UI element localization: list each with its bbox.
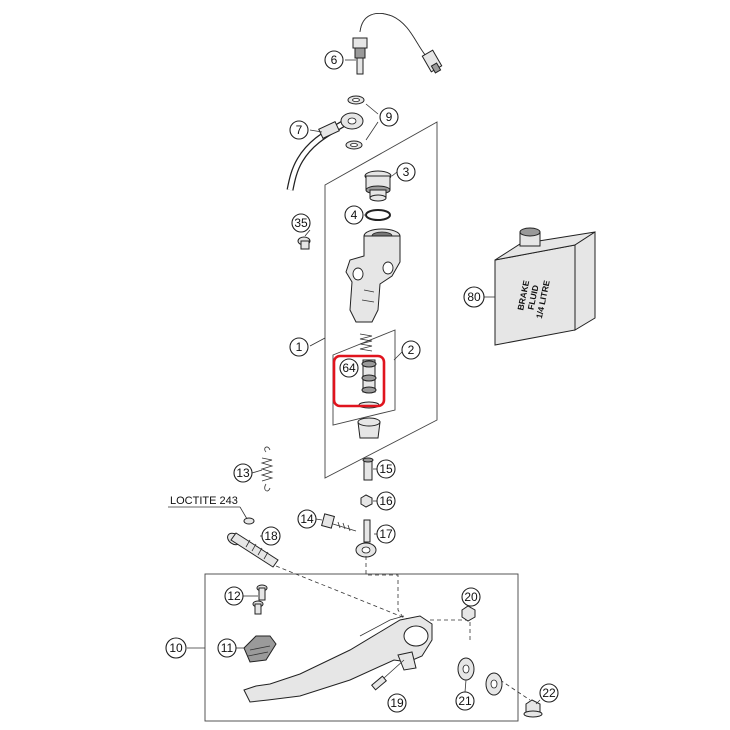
- assembly-line-pivot: [275, 565, 411, 621]
- callout-16: 16: [376, 491, 396, 511]
- callout-17: 17: [376, 524, 396, 544]
- callout-21: 21: [455, 691, 475, 711]
- svg-text:6: 6: [331, 53, 338, 67]
- master-cylinder-group-frame: [324, 121, 438, 479]
- callout-18: 18: [261, 526, 281, 546]
- brake-pedal: [243, 615, 433, 703]
- pedal-pivot-bolt: [371, 659, 405, 691]
- callout-35: 35: [291, 213, 311, 233]
- pedal-stop-bolt: [321, 513, 357, 532]
- svg-text:14: 14: [300, 512, 314, 526]
- loctite-label: LOCTITE 243: [170, 495, 238, 507]
- dust-boot: [357, 417, 381, 439]
- callout-14: 14: [297, 509, 317, 529]
- pedal-nut: [461, 605, 476, 622]
- callout-2: 2: [401, 340, 421, 360]
- svg-text:4: 4: [351, 208, 358, 222]
- svg-text:16: 16: [379, 494, 393, 508]
- callout-13: 13: [233, 463, 253, 483]
- pedal-tip: [243, 635, 277, 663]
- svg-text:13: 13: [236, 466, 250, 480]
- pedal-tip-bolts: [252, 584, 268, 615]
- callout-12: 12: [224, 586, 244, 606]
- pedal-bearings: [457, 657, 503, 696]
- callout-11: 11: [217, 638, 237, 658]
- callout-7: 7: [289, 120, 309, 140]
- pushrod-fitting: [362, 457, 374, 481]
- callout-9: 9: [379, 107, 399, 127]
- svg-text:9: 9: [386, 110, 393, 124]
- svg-text:21: 21: [458, 694, 472, 708]
- svg-text:20: 20: [464, 590, 478, 604]
- callout-1: 1: [289, 337, 309, 357]
- piston: [358, 359, 380, 409]
- reservoir-adapter: [364, 170, 392, 202]
- brake-fluid-bottle: BRAKE FLUID 1/4 LITRE: [494, 227, 596, 346]
- svg-text:12: 12: [227, 589, 241, 603]
- small-bolt: [297, 236, 311, 250]
- callout-4: 4: [344, 205, 364, 225]
- svg-text:2: 2: [408, 343, 415, 357]
- callout-22: 22: [539, 683, 559, 703]
- svg-text:1: 1: [296, 340, 303, 354]
- clevis-eye: [355, 519, 377, 558]
- flange-nut: [523, 699, 543, 718]
- svg-text:35: 35: [294, 216, 308, 230]
- callout-19: 19: [387, 693, 407, 713]
- assembly-line-clevis: [365, 556, 406, 621]
- callout-15: 15: [376, 459, 396, 479]
- brake-pedal-group-frame: [204, 573, 519, 722]
- o-ring: [365, 209, 391, 221]
- assembly-line-bearing: [430, 619, 471, 640]
- svg-text:18: 18: [264, 529, 278, 543]
- svg-text:19: 19: [390, 696, 404, 710]
- brake-hose: [286, 112, 364, 191]
- return-spring: [260, 446, 274, 492]
- svg-text:7: 7: [296, 123, 303, 137]
- callout-80: 80: [463, 286, 485, 308]
- svg-text:3: 3: [403, 165, 410, 179]
- callout-3: 3: [396, 162, 416, 182]
- svg-text:17: 17: [379, 527, 393, 541]
- callout-6: 6: [324, 50, 344, 70]
- svg-text:15: 15: [379, 462, 393, 476]
- pivot-bolt: [227, 517, 279, 568]
- svg-text:22: 22: [542, 686, 556, 700]
- leader-lines: [187, 171, 541, 705]
- highlight-box-64: [332, 354, 386, 408]
- callout-64: 64: [339, 358, 359, 378]
- piston-spring: [359, 333, 373, 352]
- svg-text:80: 80: [467, 290, 481, 304]
- assembly-line-nut: [499, 679, 531, 701]
- callout-10: 10: [165, 637, 187, 659]
- brake-light-switch: [352, 13, 443, 75]
- callout-20: 20: [461, 587, 481, 607]
- sealing-washers: [345, 95, 365, 150]
- lock-nut: [360, 494, 373, 508]
- svg-text:10: 10: [169, 641, 183, 655]
- master-cylinder-body: [345, 228, 401, 323]
- svg-text:64: 64: [342, 361, 356, 375]
- svg-text:11: 11: [221, 641, 234, 655]
